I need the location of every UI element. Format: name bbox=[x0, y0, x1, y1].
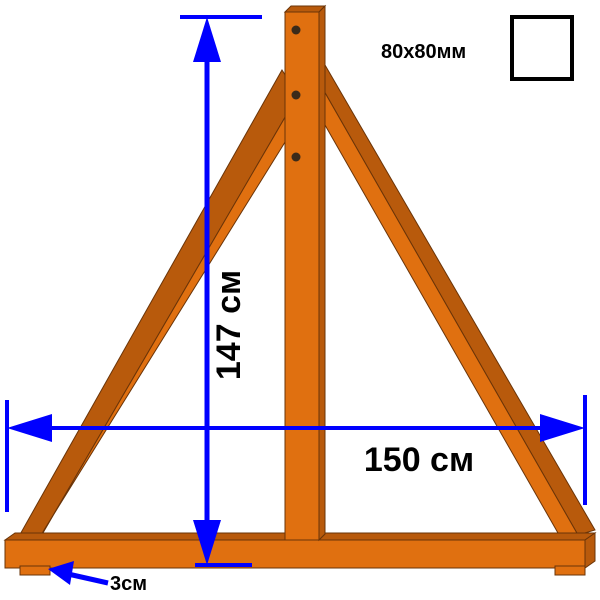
height-label: 147 см bbox=[210, 270, 248, 380]
arrowhead-down-icon bbox=[193, 520, 221, 565]
bolt-icon bbox=[291, 25, 301, 35]
cross-section-indicator: 80x80мм bbox=[381, 15, 574, 81]
arrowhead-up-icon bbox=[193, 17, 221, 62]
height-dimension bbox=[180, 15, 262, 567]
left-diagonal-beam bbox=[17, 69, 301, 544]
offset-label: 3см bbox=[110, 573, 147, 595]
cross-section-square-icon bbox=[510, 15, 574, 81]
arrowhead-left-icon bbox=[48, 561, 74, 585]
bolt-icon bbox=[291, 152, 301, 162]
arrowhead-left-icon bbox=[7, 414, 52, 442]
cross-section-label: 80x80мм bbox=[381, 41, 466, 63]
center-post bbox=[283, 4, 327, 542]
bolt-icon bbox=[291, 90, 301, 100]
offset-indicator: 3см bbox=[48, 561, 147, 595]
a-frame-structure bbox=[3, 4, 597, 576]
width-dimension bbox=[5, 395, 587, 512]
width-label: 150 см bbox=[364, 441, 474, 479]
arrowhead-right-icon bbox=[540, 414, 585, 442]
bottom-beam bbox=[3, 532, 597, 576]
